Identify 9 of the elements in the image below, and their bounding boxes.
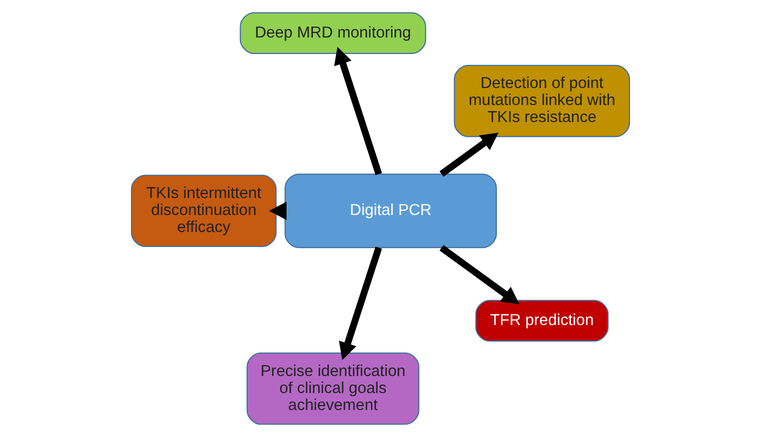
node-box: TKIs intermittent discontinuation efficacy (130, 174, 276, 247)
node-box: Detection of point mutations linked with TKIs resistance (453, 64, 630, 138)
arrow (338, 246, 382, 360)
node-box: TFR prediction (474, 300, 608, 342)
arrow (334, 46, 382, 176)
node-box: Deep MRD monitoring (239, 12, 426, 54)
node-box: Precise identification of clinical goals achievement (246, 352, 419, 425)
arrow (439, 132, 498, 177)
arrow (439, 245, 519, 304)
